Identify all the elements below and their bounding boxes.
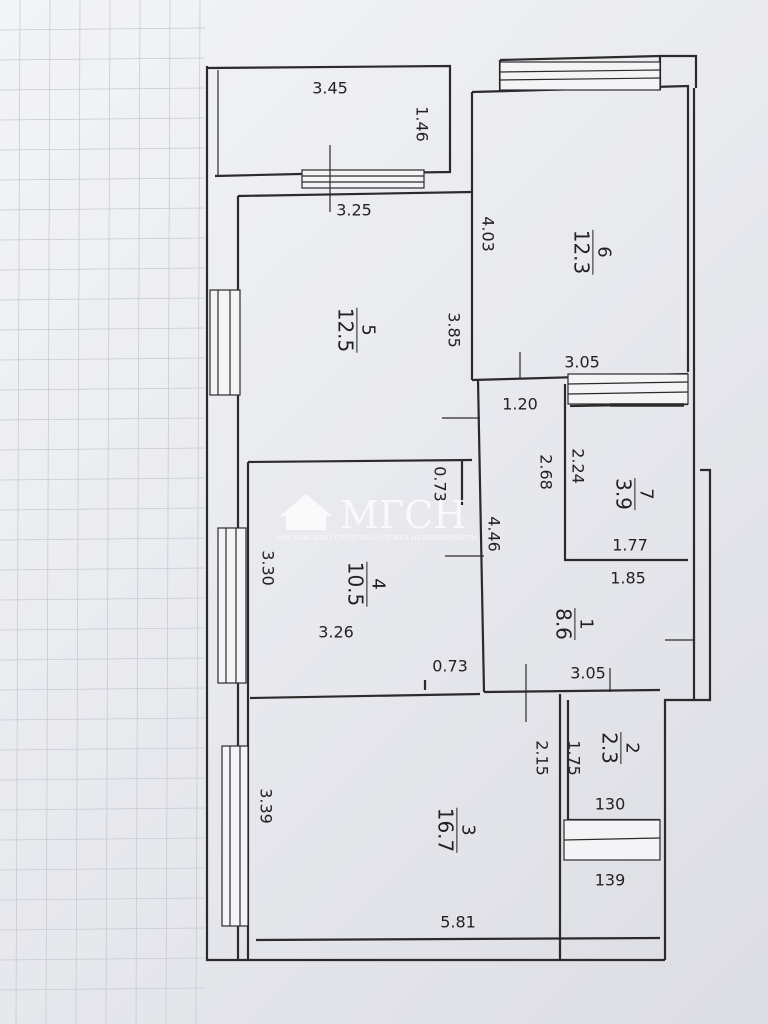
dim-r4-niche-bottom: 0.73: [432, 656, 468, 676]
room-5-number: 5: [356, 307, 378, 353]
room-6-area: 12.3: [569, 229, 594, 275]
room-2-area: 2.3: [597, 732, 622, 764]
room-2-number: 2: [620, 732, 642, 764]
windows: [209, 61, 689, 927]
dim-r3-side-left: 3.39: [256, 788, 276, 824]
dim-r4-niche-top: 0.73: [430, 466, 450, 502]
room-2-label: 2 2.3: [597, 732, 642, 764]
dim-r5-top: 3.25: [336, 200, 372, 220]
dim-r2-side: 1.75: [564, 740, 584, 776]
watermark-brand: МГСН: [340, 493, 466, 537]
room-6-number: 6: [592, 229, 614, 275]
dim-r7-bottom: 1.77: [612, 535, 648, 555]
room-5-area: 12.5: [333, 307, 358, 353]
room-1-area: 8.6: [551, 608, 576, 640]
room-1-number: 1: [574, 608, 596, 640]
room-5-label: 5 12.5: [333, 307, 378, 353]
dim-hall-side: 4.46: [484, 516, 504, 552]
dim-r4-width: 3.26: [318, 622, 354, 642]
dim-r6-side: 4.03: [478, 216, 498, 252]
dim-r1-top: 1.85: [610, 568, 646, 588]
dim-r5-side: 3.85: [444, 312, 464, 348]
room-7-label: 7 3.9: [611, 478, 656, 510]
dim-balcony-depth: 1.46: [412, 106, 432, 142]
dim-r3-side-right: 2.15: [532, 740, 552, 776]
dim-balcony-length: 3.45: [312, 78, 348, 98]
dim-r4-side: 3.30: [258, 550, 278, 586]
dim-hall-upper: 1.20: [502, 394, 538, 414]
room-6-label: 6 12.3: [569, 229, 614, 275]
dim-r6-bottom: 3.05: [564, 352, 600, 372]
dim-r7-side-a: 2.68: [536, 454, 556, 490]
room-1-label: 1 8.6: [551, 608, 596, 640]
dimension-ticks: [442, 352, 694, 722]
graph-grid: [0, 0, 206, 1024]
dim-r2-width: 130: [594, 794, 626, 814]
dim-r2-outer: 139: [594, 870, 626, 890]
room-4-label: 4 10.5: [343, 561, 388, 607]
watermark: МГСН МОСКОВСКАЯ ГОРОДСКАЯ СЛУЖБА НЕДВИЖИ…: [276, 493, 478, 542]
room-4-number: 4: [366, 561, 388, 607]
dim-r7-side-b: 2.24: [568, 448, 588, 484]
room-3-number: 3: [456, 807, 478, 853]
balcony: [206, 64, 452, 212]
room-7-number: 7: [634, 478, 656, 510]
room-7-area: 3.9: [611, 478, 636, 510]
room-4-area: 10.5: [343, 561, 368, 607]
room-3-label: 3 16.7: [433, 807, 478, 853]
watermark-caption: МОСКОВСКАЯ ГОРОДСКАЯ СЛУЖБА НЕДВИЖИМОСТИ: [276, 534, 478, 542]
house-logo-icon: [280, 494, 332, 530]
dim-r3-width: 5.81: [440, 912, 476, 932]
dim-r1-bottom: 3.05: [570, 663, 606, 683]
room-3-area: 16.7: [433, 807, 458, 853]
